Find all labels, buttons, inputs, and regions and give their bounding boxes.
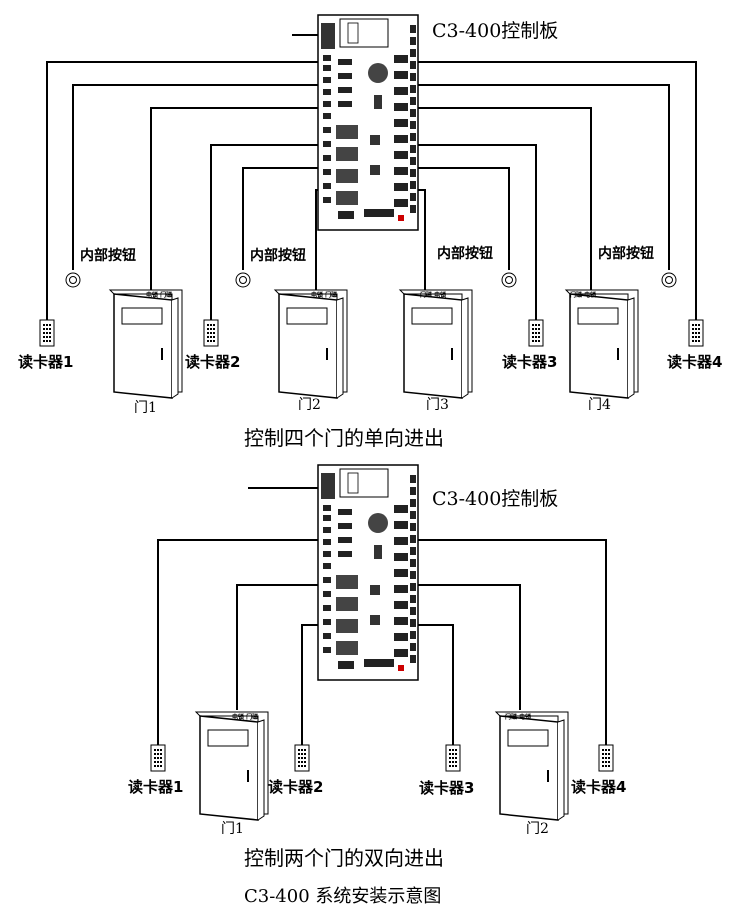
bottom-reader-label-4: 读卡器4 [571, 778, 627, 796]
top-button-label-3: 内部按钮 [437, 246, 493, 262]
bottom-board-title: C3-400控制板 [432, 488, 559, 510]
top-button-label-4: 内部按钮 [598, 246, 654, 262]
bottom-reader-label-3: 读卡器3 [419, 779, 475, 797]
svg-text:门磁 电锁: 门磁 电锁 [505, 713, 531, 721]
svg-text:电锁 门磁: 电锁 门磁 [311, 291, 337, 299]
top-board-title: C3-400控制板 [432, 20, 559, 42]
bottom-caption: 控制两个门的双向进出 [244, 846, 444, 870]
svg-text:门磁 电锁: 门磁 电锁 [570, 291, 596, 299]
top-button-label-2: 内部按钮 [250, 248, 306, 264]
bottom-door-label-2: 门2 [526, 821, 549, 837]
top-door-label-3: 门3 [426, 397, 449, 413]
top-caption: 控制四个门的单向进出 [244, 426, 444, 450]
svg-text:门磁 电锁: 门磁 电锁 [420, 291, 446, 299]
top-button-label-1: 内部按钮 [80, 248, 136, 264]
svg-text:电锁 门磁: 电锁 门磁 [146, 291, 172, 299]
top-reader-label-4: 读卡器4 [667, 353, 723, 371]
bottom-reader-label-1: 读卡器1 [128, 778, 184, 796]
top-reader-label-3: 读卡器3 [502, 353, 558, 371]
bottom-door-label-1: 门1 [221, 821, 244, 837]
top-door-label-2: 门2 [298, 397, 321, 413]
footer-title: C3-400 系统安装示意图 [244, 886, 442, 907]
top-door-label-1: 门1 [134, 400, 157, 416]
bottom-reader-label-2: 读卡器2 [268, 778, 324, 796]
svg-text:电锁 门磁: 电锁 门磁 [232, 713, 258, 721]
bottom-diagram: 电锁 门磁 门磁 电锁 [150, 464, 614, 821]
bottom-control-board [317, 464, 419, 681]
top-reader-label-1: 读卡器1 [18, 353, 74, 371]
top-reader-label-2: 读卡器2 [185, 353, 241, 371]
top-door-label-4: 门4 [588, 397, 611, 413]
top-diagram: 电锁 门磁 电锁 门磁 门磁 电锁 门磁 电锁 [39, 14, 704, 399]
top-control-board [317, 14, 419, 231]
